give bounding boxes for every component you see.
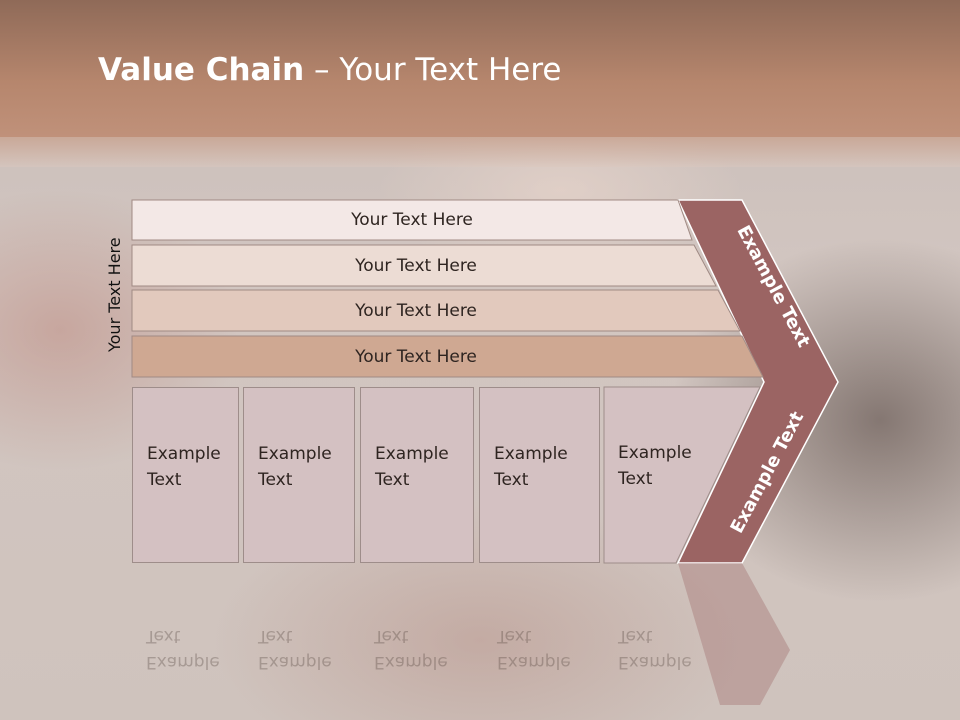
column-2-line1: Example [258,444,332,464]
column-2-line2: Text [258,470,293,490]
column-3[interactable]: Example Text [360,387,474,563]
column-1-line1: Example [147,444,221,464]
chevron-shape[interactable] [676,199,839,564]
column-2[interactable]: Example Text [243,387,355,563]
column-3-line1: Example [375,444,449,464]
column-5-line1: Example [618,443,692,463]
slide-title[interactable]: Value Chain – Your Text Here [98,52,561,88]
column-4-line1: Example [494,444,568,464]
bar-shape-3 [131,289,741,332]
bar-3[interactable]: Your Text Here [355,301,477,321]
column-5-line2: Text [618,469,653,489]
chevron-reflection [678,563,790,705]
title-header [0,0,960,137]
column-1-line2: Text [147,470,182,490]
column-4[interactable]: Example Text [479,387,600,563]
column-3-line2: Text [375,470,410,490]
bar-shape-1 [131,199,693,241]
title-bold: Value Chain [98,52,305,88]
vertical-label: Your Text Here [105,237,124,352]
column-5[interactable]: Example Text [604,387,704,563]
column-1[interactable]: Example Text [132,387,239,563]
title-rest: – Your Text Here [304,52,562,88]
header-band [0,137,960,167]
bar-shape-4 [131,335,764,378]
column-4-line2: Text [494,470,529,490]
bar-4[interactable]: Your Text Here [355,347,477,367]
column-shape-5 [603,386,761,564]
bar-shape-2 [131,244,717,287]
bar-1[interactable]: Your Text Here [351,210,473,230]
bar-2[interactable]: Your Text Here [355,256,477,276]
